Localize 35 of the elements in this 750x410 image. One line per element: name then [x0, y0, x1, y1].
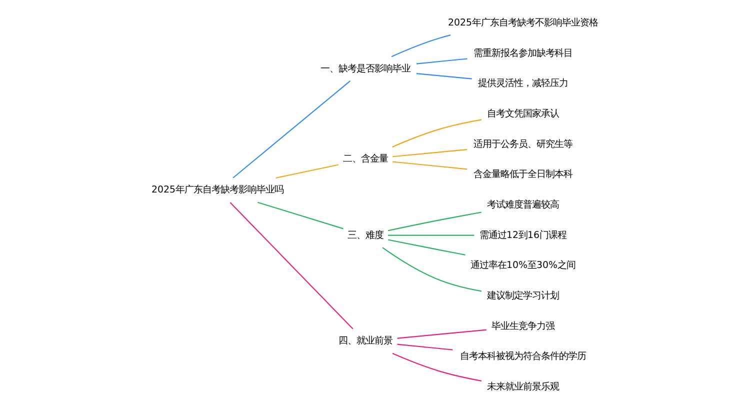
node-text: 未来就业前景乐观 [487, 382, 560, 393]
connector [230, 202, 354, 330]
connector [388, 212, 482, 232]
node-text: 建议制定学习计划 [487, 290, 560, 302]
connector [397, 329, 487, 339]
connector [392, 161, 468, 170]
node-text: 自考本科被视为符合条件的学历 [460, 351, 586, 362]
node-text: 三、难度 [348, 230, 384, 241]
node-text: 需通过12到16门课程 [480, 230, 567, 241]
node-text: 适用于公务员、研究生等 [474, 138, 573, 150]
node-text: 四、就业前景 [338, 336, 393, 347]
connector [388, 234, 474, 236]
node-text: 自考文凭国家承认 [487, 108, 560, 120]
connector [416, 58, 468, 64]
connector [392, 119, 482, 148]
connector [416, 73, 472, 80]
node-text: 考试难度普遍较高 [487, 199, 560, 210]
node-text: 含金量略低于全日制本科 [474, 169, 573, 180]
node-text: 需重新报名参加缺考科目 [474, 48, 573, 59]
node-text: 2025年广东自考缺考不影响毕业资格 [448, 17, 598, 28]
node-text: 二、含金量 [343, 154, 388, 165]
connector [391, 34, 451, 58]
connector [392, 149, 468, 158]
node-text: 通过率在10%至30%之间 [470, 260, 576, 272]
node-text: 毕业生竞争力强 [492, 320, 555, 332]
connector [232, 80, 351, 178]
connector [397, 344, 453, 350]
node-text: 提供灵活性，减轻压力 [478, 78, 568, 90]
connector [382, 247, 482, 292]
connector [392, 352, 482, 382]
connector [276, 164, 339, 179]
connector [258, 202, 344, 230]
node-text: 2025年广东自考缺考影响毕业吗 [152, 184, 284, 196]
node-text: 一、缺考是否影响毕业 [320, 63, 411, 74]
connector [388, 239, 466, 256]
